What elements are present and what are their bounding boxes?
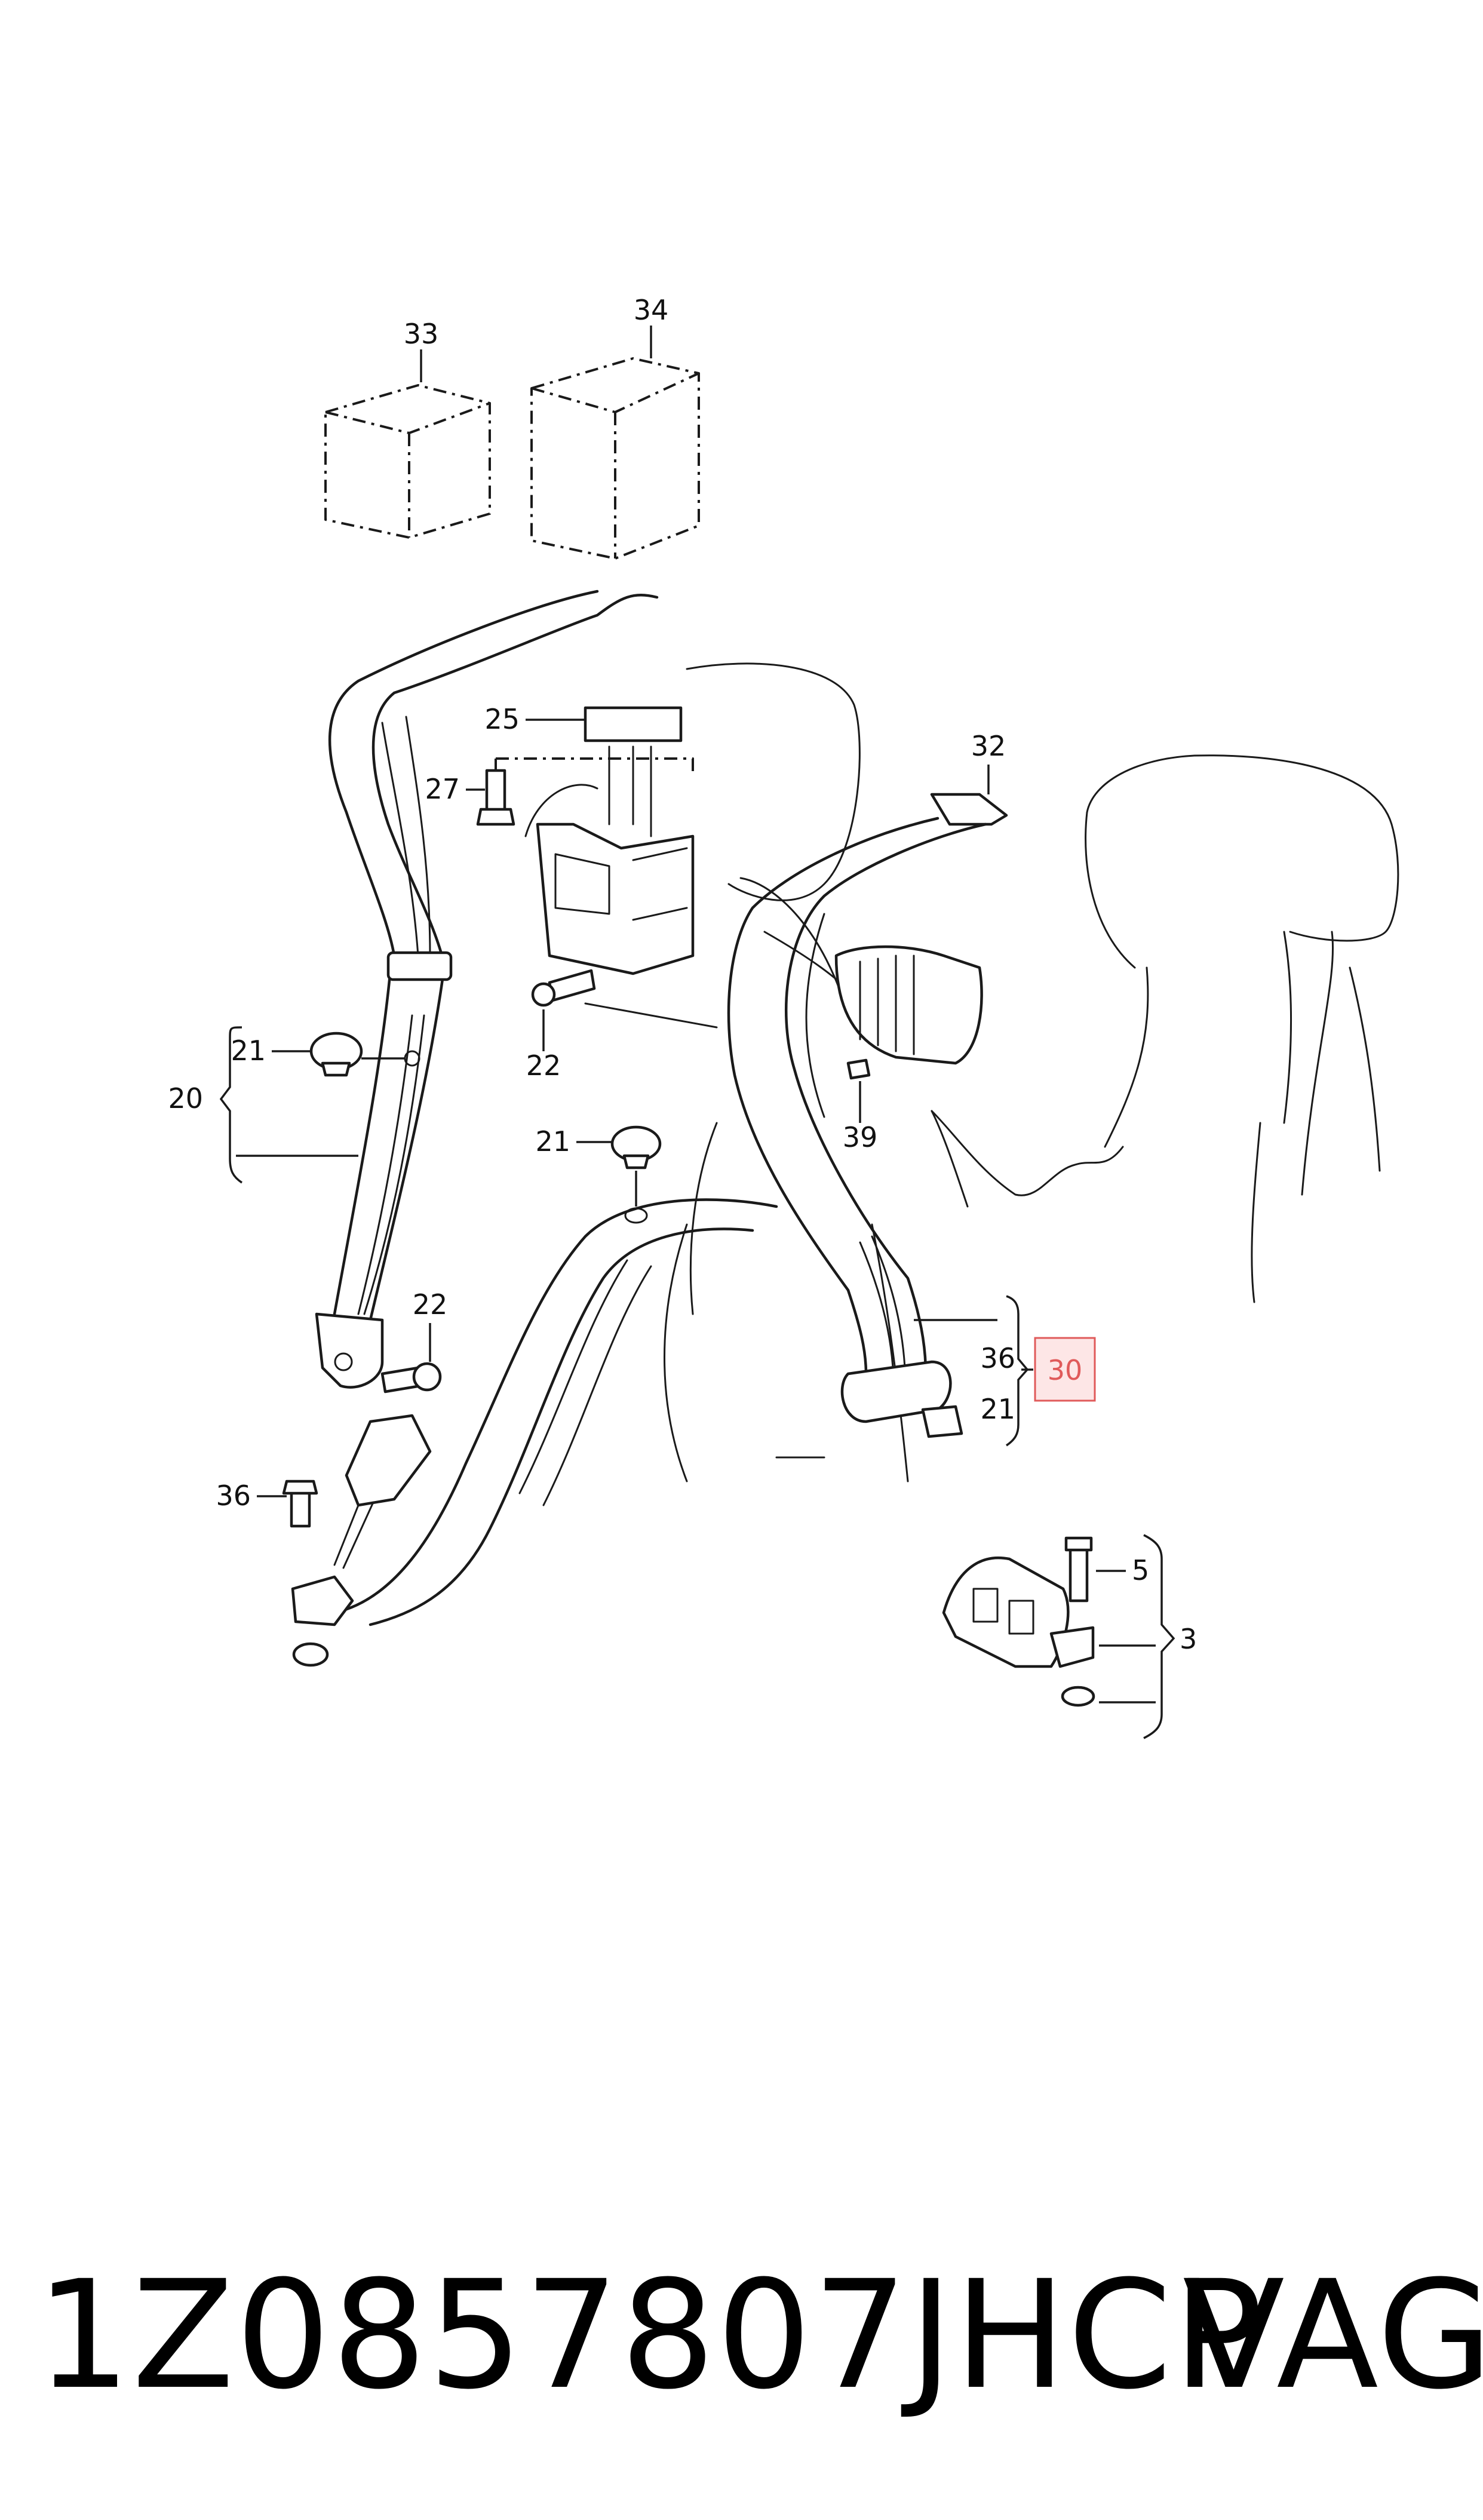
part-number-label: 1Z0857807JHCP	[36, 2248, 1264, 2422]
brand-label: VAG	[1183, 2248, 1483, 2422]
callout-34: 34	[634, 294, 669, 326]
callout-3: 3	[1180, 1623, 1197, 1655]
callout-22-lower: 22	[413, 1288, 448, 1321]
part-27-bolt	[476, 769, 515, 826]
callout-25: 25	[484, 703, 520, 735]
callout-labels: 33 34 25 27 32 21 20 22 39 21 22 36 21 3…	[168, 294, 1197, 1655]
leader-lines	[219, 326, 1175, 1739]
part-3-buckle-assembly	[942, 1536, 1095, 1707]
part-33-box-outline	[324, 384, 491, 539]
part-22-bolt-upper	[531, 969, 596, 1007]
callout-33: 33	[404, 318, 439, 350]
highlight-box	[1034, 1337, 1096, 1402]
headrest-right-outline	[931, 754, 1399, 1303]
part-34-box-outline	[530, 357, 700, 560]
part-20-belt-webbing	[315, 590, 659, 1389]
part-30-belt-webbing	[727, 793, 1008, 1438]
part-21-plug-middle	[610, 1125, 662, 1224]
callout-27: 27	[425, 773, 460, 805]
callout-36-left: 36	[216, 1480, 251, 1512]
part-22-bolt-lower	[380, 1362, 442, 1393]
part-25-retractor	[495, 706, 695, 975]
callout-32: 32	[971, 730, 1006, 762]
rear-seat-outline	[524, 662, 969, 1482]
callout-21-right: 21	[980, 1393, 1015, 1425]
callout-5: 5	[1132, 1554, 1149, 1586]
callout-39: 39	[843, 1121, 878, 1153]
lap-belt-webbing	[282, 1198, 778, 1667]
callout-21-middle: 21	[535, 1125, 570, 1158]
callout-21-left: 21	[231, 1035, 266, 1067]
part-21-plug-left	[309, 1032, 420, 1077]
callout-20: 20	[168, 1082, 203, 1115]
callout-22-upper: 22	[526, 1049, 561, 1082]
callout-36-right: 36	[980, 1342, 1015, 1374]
callout-30-highlight[interactable]: 30	[1034, 1337, 1096, 1402]
callout-30: 30	[1048, 1354, 1083, 1386]
